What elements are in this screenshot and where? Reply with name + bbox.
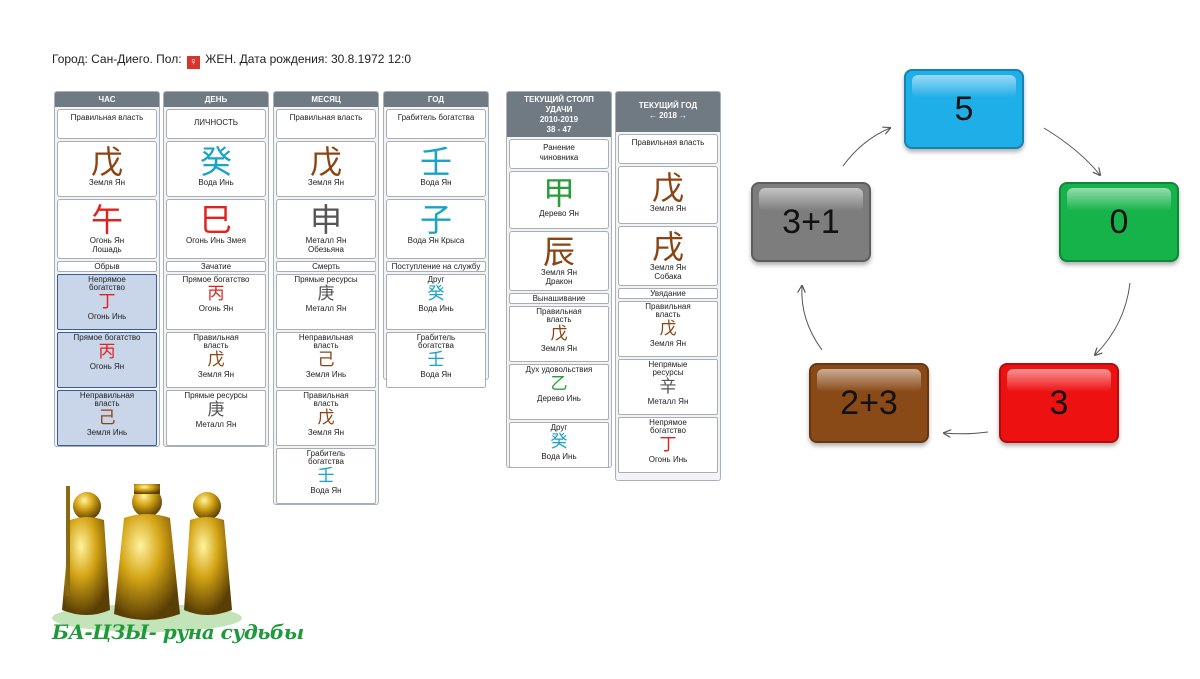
hidden-stem-cell: Неправильная власть 己 Земля Инь [276, 332, 376, 388]
heavenly-stem-cell: 戊 Земля Ян [57, 141, 157, 197]
ten-god-cell: Правильная власть [276, 109, 376, 139]
heavenly-stem-cell: 戊 Земля Ян [276, 141, 376, 197]
hidden-stem-cell: Прямые ресурсы 庚 Металл Ян [166, 390, 266, 446]
pillar-title: ДЕНЬ [164, 92, 268, 107]
arrow-5-to-0 [1043, 127, 1100, 175]
hidden-stem-cell: Прямое богатство 丙 Огонь Ян [166, 274, 266, 330]
ten-god-cell: Правильная власть [618, 134, 718, 164]
arrow-0-to-3 [1095, 282, 1131, 355]
hidden-stem-cell: Дух удовольствия 乙 Дерево Инь [509, 364, 609, 420]
cycle-box-5: 5 [904, 69, 1024, 149]
hidden-stem-cell: Друг 癸 Вода Инь [509, 422, 609, 468]
ten-god-cell: Ранение чиновника [509, 139, 609, 169]
info-prefix: Город: Сан-Диего. Пол: [52, 52, 182, 66]
ten-god-cell: Грабитель богатства [386, 109, 486, 139]
pillar-title: МЕСЯЦ [274, 92, 378, 107]
earthly-branch-cell: 辰 Земля Ян Дракон [509, 231, 609, 291]
ten-god-cell: ЛИЧНОСТЬ [166, 109, 266, 139]
chart-info-line: Город: Сан-Диего. Пол: ♀ ЖЕН. Дата рожде… [52, 52, 411, 69]
pillar-luck: ТЕКУЩИЙ СТОЛП УДАЧИ 2010-2019 38 - 47 Ра… [506, 91, 612, 468]
pillar-title: ТЕКУЩИЙ СТОЛП УДАЧИ 2010-2019 38 - 47 [507, 92, 611, 137]
stem-glyph: 戊 [90, 143, 123, 181]
pillar-month: МЕСЯЦ Правильная власть 戊 Земля Ян 申 Мет… [273, 91, 379, 505]
life-stage: Смерть [276, 261, 376, 272]
hidden-stem-cell: Грабитель богатства 壬 Вода Ян [276, 448, 376, 504]
arrow-3plus1-to-5 [842, 128, 890, 167]
pillar-title: ТЕКУЩИЙ ГОД ← 2018 → [616, 92, 720, 132]
life-stage: Увядание [618, 288, 718, 299]
earthly-branch-cell: 申 Металл Ян Обезьяна [276, 199, 376, 259]
year-nav[interactable]: ← 2018 → [648, 111, 688, 120]
cycle-box-0: 0 [1059, 182, 1179, 262]
life-stage: Вынашивание [509, 293, 609, 304]
info-suffix: ЖЕН. Дата рождения: 30.8.1972 12:0 [205, 52, 412, 66]
hidden-stem-cell: Прямые ресурсы 庚 Металл Ян [276, 274, 376, 330]
pillar-title: ГОД [384, 92, 488, 107]
hidden-stem-cell: Непрямые ресурсы 辛 Металл Ян [618, 359, 718, 415]
hidden-stem-cell: Грабитель богатства 壬 Вода Ян [386, 332, 486, 388]
heavenly-stem-cell: 癸 Вода Инь [166, 141, 266, 197]
earthly-branch-cell: 子 Вода Ян Крыса [386, 199, 486, 259]
ten-god-cell: Правильная власть [57, 109, 157, 139]
pillar-current-year: ТЕКУЩИЙ ГОД ← 2018 → Правильная власть 戊… [615, 91, 721, 481]
life-stage: Зачатие [166, 261, 266, 272]
heavenly-stem-cell: 戊 Земля Ян [618, 166, 718, 224]
pillar-day: ДЕНЬ ЛИЧНОСТЬ 癸 Вода Инь 巳 Огонь Инь Зме… [163, 91, 269, 447]
heavenly-stem-cell: 壬 Вода Ян [386, 141, 486, 197]
branch-glyph: 午 [90, 201, 123, 239]
three-star-gods-logo: БА-ЦЗЫ- руна судьбы [52, 480, 304, 660]
hidden-stem-cell: Правильная власть 戊 Земля Ян [276, 390, 376, 446]
hidden-stem-cell: Правильная власть 戊 Земля Ян [509, 306, 609, 362]
arrow-2plus3-to-3plus1 [802, 286, 823, 351]
life-stage: Обрыв [57, 261, 157, 272]
golden-figures-icon [52, 484, 242, 632]
pillar-hour: ЧАС Правильная власть 戊 Земля Ян 午 Огонь… [54, 91, 160, 447]
cycle-box-2plus3: 2+3 [809, 363, 929, 443]
cycle-box-3: 3 [999, 363, 1119, 443]
hidden-stem-cell: Непрямое богатство 丁 Огонь Инь [57, 274, 157, 330]
hidden-stem-cell: Правильная власть 戊 Земля Ян [166, 332, 266, 388]
life-stage: Поступление на службу [386, 261, 486, 272]
hidden-stem-cell: Друг 癸 Вода Инь [386, 274, 486, 330]
earthly-branch-cell: 午 Огонь Ян Лошадь [57, 199, 157, 259]
cycle-box-3plus1: 3+1 [751, 182, 871, 262]
pillar-year: ГОД Грабитель богатства 壬 Вода Ян 子 Вода… [383, 91, 489, 388]
female-icon: ♀ [186, 56, 200, 69]
hidden-stem-cell: Непрямое богатство 丁 Огонь Инь [618, 417, 718, 473]
hidden-stem-cell: Прямое богатство 丙 Огонь Ян [57, 332, 157, 388]
pillar-title: ЧАС [55, 92, 159, 107]
earthly-branch-cell: 戌 Земля Ян Собака [618, 226, 718, 286]
earthly-branch-cell: 巳 Огонь Инь Змея [166, 199, 266, 259]
hidden-stem-cell: Неправильная власть 己 Земля Инь [57, 390, 157, 446]
hidden-stem-cell: Правильная власть 戊 Земля Ян [618, 301, 718, 357]
arrow-3-to-2plus3 [944, 432, 989, 434]
heavenly-stem-cell: 甲 Дерево Ян [509, 171, 609, 229]
